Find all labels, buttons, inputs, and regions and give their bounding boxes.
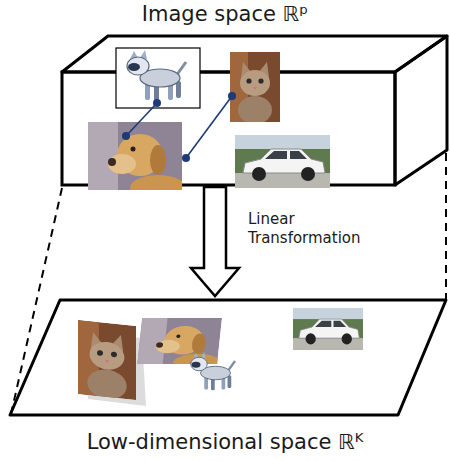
car-image <box>293 308 363 350</box>
space-title: Image space ℝᵖ <box>0 2 450 27</box>
dashed-line <box>11 188 62 414</box>
image-space-box: Image space ℝᵖ <box>0 0 450 186</box>
plane <box>10 300 446 415</box>
point-dot <box>228 92 236 100</box>
kitten-image <box>78 320 136 402</box>
robot-dog-image <box>191 352 235 390</box>
kitten-image <box>230 52 280 124</box>
dog-image <box>88 122 186 201</box>
cube-side <box>395 36 447 185</box>
robot-dog-image <box>127 50 186 101</box>
car-image <box>235 135 330 188</box>
space-title: Low-dimensional space ℝᴷ <box>0 430 450 455</box>
distance-line <box>186 96 232 158</box>
robot-frame <box>116 48 200 108</box>
kitten-projected <box>78 320 136 402</box>
dashed-line <box>445 153 447 299</box>
dog-image <box>136 318 225 371</box>
point-dot <box>182 154 190 162</box>
dog-projected <box>136 318 225 371</box>
block-arrow <box>191 187 239 296</box>
arrow-label: Linear Transformation <box>245 209 373 249</box>
low-dim-plane: Low-dimensional space ℝᴷ <box>0 298 450 458</box>
point-dot <box>122 132 130 140</box>
distance-line <box>126 103 157 136</box>
cube-outline <box>0 0 450 186</box>
point-dot <box>153 99 161 107</box>
